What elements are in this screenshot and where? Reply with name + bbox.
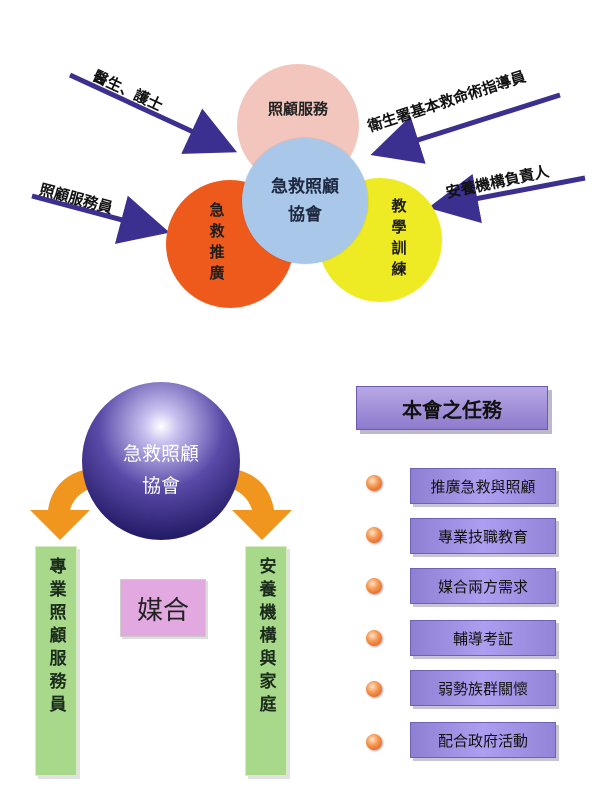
task-item: 配合政府活動: [410, 722, 556, 758]
arrow-doctor-nurse: [68, 72, 238, 154]
task-bullet-icon: [366, 681, 382, 697]
right-curved-arrow: [222, 468, 292, 540]
left-curved-arrow: [30, 468, 100, 540]
professional-caregiver-label: 專業照顧服務員: [45, 557, 66, 718]
training-label: 教學訓練: [389, 198, 408, 282]
association-circle: 急救照顧 協會: [242, 138, 368, 264]
task-bullet-icon: [366, 578, 382, 594]
association-label-line1: 急救照顧: [271, 177, 339, 197]
task-item: 媒合兩方需求: [410, 568, 556, 604]
institution-family-label: 安養機構與家庭: [255, 557, 276, 718]
task-item: 弱勢族群關懷: [410, 670, 556, 706]
sphere-label-line2: 協會: [141, 475, 180, 497]
task-bullet-icon: [366, 475, 382, 491]
association-label: 急救照顧 協會: [271, 173, 339, 229]
institution-family-box: 安養機構與家庭: [245, 546, 287, 776]
arrow-institution-head: [428, 173, 586, 224]
professional-caregiver-box: 專業照顧服務員: [35, 546, 77, 776]
promotion-label: 急救推廣: [207, 202, 226, 286]
sphere-label: 急救照顧 協會: [123, 438, 199, 502]
association-sphere: 急救照顧 協會: [82, 382, 240, 540]
task-bullet-icon: [366, 527, 382, 543]
task-item: 輔導考証: [410, 620, 556, 656]
task-item: 推廣急救與照顧: [410, 468, 556, 504]
task-item: 專業技職教育: [410, 518, 556, 554]
task-bullet-icon: [366, 734, 382, 750]
arrow-health-instructor: [370, 92, 561, 164]
arrow-caregiver: [31, 193, 170, 244]
sphere-label-line1: 急救照顧: [122, 443, 199, 465]
association-label-line2: 協會: [288, 205, 322, 225]
mission-title: 本會之任務: [356, 386, 548, 430]
task-bullet-icon: [366, 630, 382, 646]
care-service-label: 照顧服務: [267, 100, 328, 118]
top-arrows: [31, 72, 586, 244]
orange-arrows: [30, 468, 292, 540]
match-box: 媒合: [120, 579, 206, 637]
